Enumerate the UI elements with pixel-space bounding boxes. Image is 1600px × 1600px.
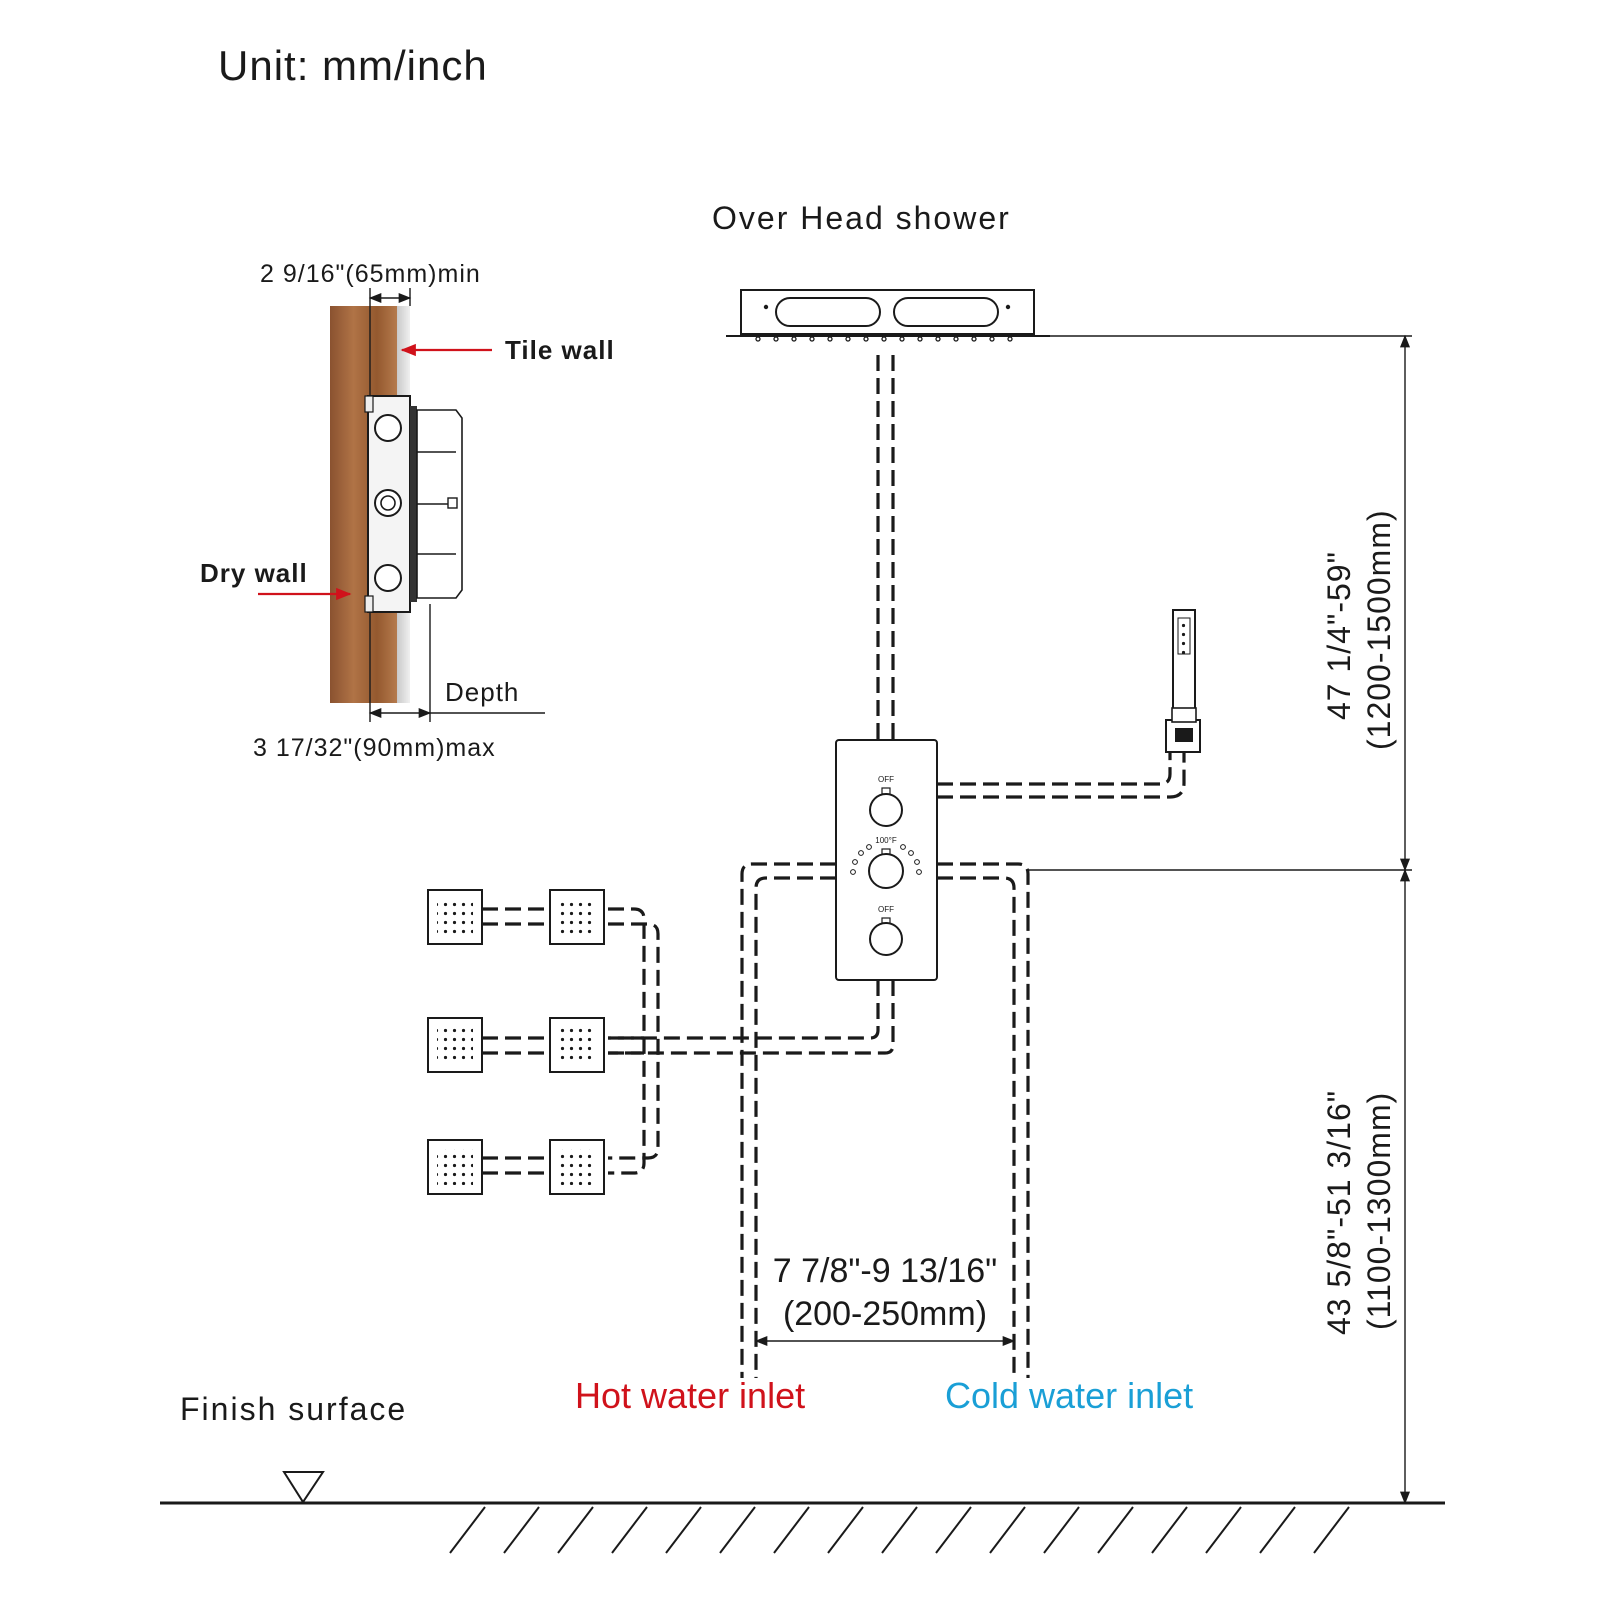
- inlet-spacing-inch: 7 7/8"-9 13/16": [773, 1252, 998, 1290]
- height-dimensions: 47 1/4"-59" (1200-1500mm) 43 5/8"-51 3/1…: [1028, 334, 1412, 1505]
- wall-cross-section: 2 9/16"(65mm)min Tile wall Dry wall Dept…: [200, 260, 615, 762]
- valve-label-bottom: OFF: [878, 905, 894, 914]
- body-jet: [427, 1017, 483, 1073]
- body-jets: [427, 889, 605, 1195]
- cold-water-inlet-label: Cold water inlet: [945, 1375, 1193, 1416]
- body-jet: [427, 889, 483, 945]
- body-jet: [427, 1139, 483, 1195]
- body-jet: [549, 1017, 605, 1073]
- hot-water-inlet-label: Hot water inlet: [575, 1375, 805, 1416]
- overhead-shower-head: [726, 289, 1050, 342]
- flow-knob-top: [869, 793, 903, 827]
- overhead-shower-label: Over Head shower: [712, 200, 1011, 236]
- depth-label: Depth: [445, 677, 519, 707]
- thermostatic-valve-panel: OFF 100°F OFF: [835, 739, 938, 981]
- upper-height-mm: (1200-1500mm): [1361, 509, 1397, 750]
- valve-label-top: OFF: [878, 775, 894, 784]
- lower-height-inch: 43 5/8"-51 3/16": [1321, 1090, 1357, 1335]
- max-depth-label: 3 17/32"(90mm)max: [253, 734, 496, 762]
- min-depth-label: 2 9/16"(65mm)min: [260, 260, 481, 288]
- flow-knob-bottom: [869, 922, 903, 956]
- finish-surface-label: Finish surface: [180, 1391, 407, 1427]
- dry-wall-label: Dry wall: [200, 558, 308, 588]
- body-jet: [549, 889, 605, 945]
- unit-label: Unit: mm/inch: [218, 42, 488, 89]
- level-marker-icon: [282, 1471, 325, 1504]
- temperature-knob: [868, 853, 904, 889]
- body-jet: [549, 1139, 605, 1195]
- valve-rough-in-box: [364, 395, 463, 613]
- finish-surface: Finish surface: [160, 1391, 1445, 1554]
- inlet-spacing-mm: (200-250mm): [783, 1295, 987, 1333]
- pipe-network: [482, 355, 1186, 1378]
- lower-height-mm: (1100-1300mm): [1361, 1092, 1397, 1330]
- valve-label-middle: 100°F: [875, 836, 897, 845]
- tile-wall-label: Tile wall: [505, 335, 615, 365]
- hand-shower: [1165, 609, 1201, 753]
- upper-height-inch: 47 1/4"-59": [1321, 551, 1357, 720]
- inlet-spacing-dimension: 7 7/8"-9 13/16" (200-250mm): [754, 1252, 1016, 1347]
